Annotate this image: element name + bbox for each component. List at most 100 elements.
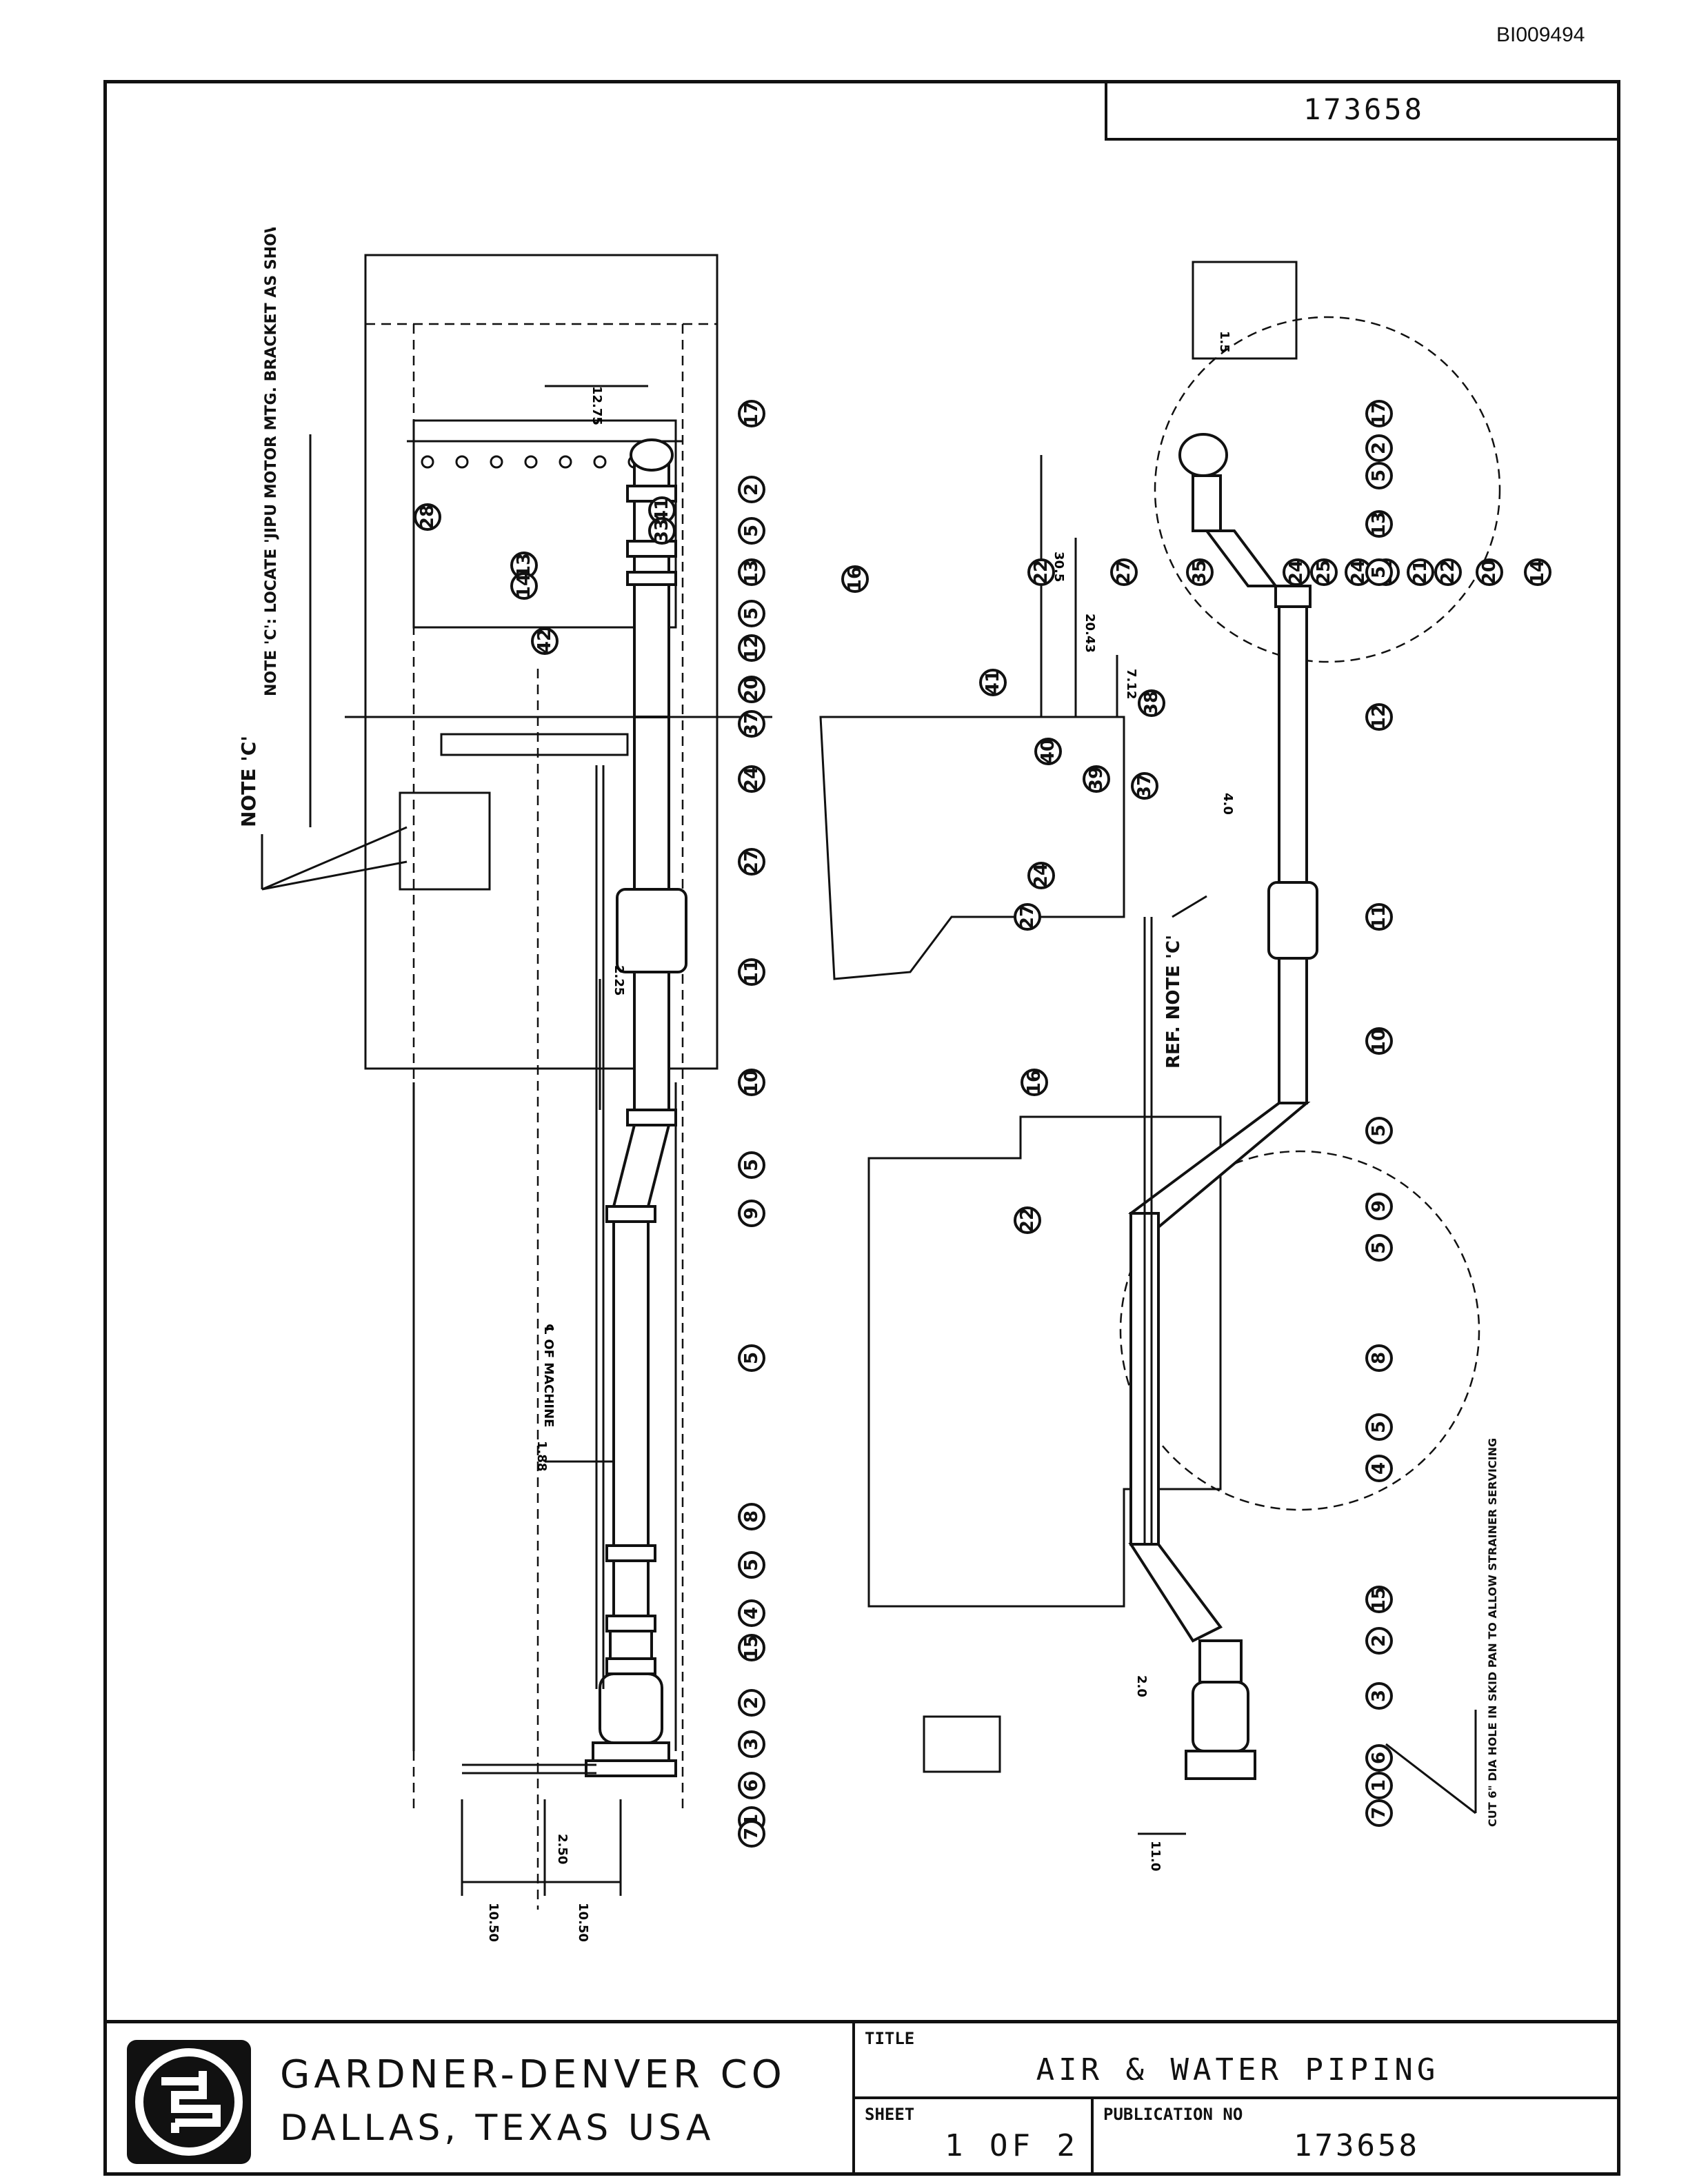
callout-balloon: 16 [841, 565, 869, 593]
callout-balloon: 5 [738, 1551, 765, 1579]
callout-balloon: 13 [738, 558, 765, 586]
centerline-label: ℄ OF MACHINE [541, 1324, 556, 1427]
left-valve-manifold [440, 733, 629, 756]
callout-number: 8 [741, 1510, 762, 1523]
sheet-number: 1 OF 2 [945, 2128, 1079, 2163]
callout-number: 11 [741, 960, 762, 984]
callout-number: 5 [741, 1352, 762, 1364]
callout-balloon: 9 [1365, 1193, 1393, 1220]
callout-number: 38 [1141, 691, 1162, 716]
callout-number: 16 [1024, 1070, 1045, 1095]
callout-balloon: 37 [1131, 772, 1158, 800]
callout-number: 33 [652, 518, 672, 543]
callout-balloon: 38 [1138, 689, 1165, 717]
callout-balloon: 37 [738, 710, 765, 738]
callout-balloon: 16 [1021, 1069, 1048, 1096]
callout-number: 39 [1086, 767, 1107, 791]
callout-number: 12 [1369, 705, 1389, 729]
callout-number: 22 [1017, 1208, 1038, 1233]
callout-number: 41 [983, 670, 1003, 695]
callout-number: 5 [741, 1159, 762, 1171]
callout-balloon: 25 [1310, 558, 1338, 586]
callout-balloon: 12 [1365, 703, 1393, 731]
drawing-border [103, 80, 1620, 2176]
dim-label: 30.5 [1052, 552, 1066, 582]
callout-balloon: 6 [738, 1772, 765, 1799]
callout-balloon: 5 [1365, 558, 1393, 586]
callout-number: 13 [1369, 512, 1389, 536]
dim-label: 1.5 [1217, 331, 1232, 353]
callout-layer: 1725135122037242711105958541523617281314… [414, 400, 1551, 1848]
callout-balloon: 5 [1365, 1413, 1393, 1441]
callout-number: 27 [1017, 904, 1038, 929]
callout-number: 5 [1369, 1421, 1389, 1433]
callout-number: 12 [741, 636, 762, 660]
callout-balloon: 24 [1027, 862, 1055, 889]
callout-number: 25 [1314, 560, 1334, 585]
left-motor-bracket [399, 791, 491, 891]
callout-balloon: 3 [1365, 1682, 1393, 1710]
callout-balloon: 2 [1365, 434, 1393, 462]
callout-number: 21 [1410, 560, 1431, 585]
callout-number: 1 [1369, 1779, 1389, 1792]
dim-label: 12.75 [590, 386, 604, 425]
left-coupling [616, 888, 687, 973]
company-city: DALLAS, TEXAS USA [280, 2107, 715, 2149]
callout-balloon: 13 [1365, 510, 1393, 538]
callout-number: 5 [1369, 1242, 1389, 1254]
callout-balloon: 20 [1476, 558, 1503, 586]
callout-balloon: 17 [738, 400, 765, 427]
callout-balloon: 1 [1365, 1772, 1393, 1799]
right-lower-circle [1119, 1150, 1480, 1511]
callout-number: 3 [741, 1738, 762, 1750]
callout-balloon: 14 [1524, 558, 1551, 586]
title-label: TITLE [865, 2029, 915, 2048]
publication-number-box: 173658 [1105, 80, 1620, 141]
right-offset-pipe [1128, 1102, 1311, 1229]
callout-balloon: 15 [738, 1634, 765, 1661]
callout-number: 10 [1369, 1029, 1389, 1053]
callout-number: 14 [514, 574, 534, 598]
drawing-title: AIR & WATER PIPING [1036, 2052, 1440, 2087]
right-upper-circle [1154, 316, 1501, 663]
dim-label: 2.25 [612, 965, 626, 995]
callout-balloon: 5 [738, 600, 765, 627]
callout-number: 5 [741, 1559, 762, 1571]
callout-number: 27 [1114, 560, 1134, 585]
callout-number: 2 [1369, 1635, 1389, 1647]
callout-number: 8 [1369, 1352, 1389, 1364]
callout-balloon: 4 [738, 1599, 765, 1627]
callout-number: 15 [741, 1635, 762, 1660]
left-offset-pipe [612, 1124, 671, 1208]
callout-balloon: 10 [1365, 1027, 1393, 1055]
dim-label: 20.43 [1083, 614, 1097, 653]
right-engine-outline [867, 1115, 1222, 1608]
callout-balloon: 17 [1365, 400, 1393, 427]
callout-balloon: 11 [738, 958, 765, 986]
strainer-note-text: CUT 6" DIA HOLE IN SKID PAN TO ALLOW STR… [1486, 1438, 1499, 1827]
callout-number: 22 [1438, 560, 1458, 585]
company-name: GARDNER-DENVER CO [280, 2052, 786, 2097]
callout-balloon: 35 [1186, 558, 1214, 586]
callout-balloon: 11 [1365, 903, 1393, 931]
callout-balloon: 2 [1365, 1627, 1393, 1655]
callout-number: 5 [1369, 1124, 1389, 1137]
callout-balloon: 5 [1365, 462, 1393, 489]
callout-number: 7 [1369, 1807, 1389, 1819]
callout-balloon: 24 [738, 765, 765, 793]
callout-balloon: 3 [738, 1730, 765, 1758]
sheet-cell: SHEET 1 OF 2 [855, 2099, 1094, 2176]
callout-balloon: 12 [738, 634, 765, 662]
callout-balloon: 5 [738, 1344, 765, 1372]
callout-number: 3 [1369, 1690, 1389, 1702]
publication-number: 173658 [1294, 2128, 1420, 2163]
callout-number: 6 [741, 1779, 762, 1792]
callout-number: 17 [741, 401, 762, 426]
callout-balloon: 33 [648, 517, 676, 545]
callout-number: 13 [741, 560, 762, 585]
callout-balloon: 5 [1365, 1117, 1393, 1144]
callout-number: 5 [741, 607, 762, 620]
dim-label: 11.0 [1148, 1841, 1163, 1871]
callout-balloon: 8 [1365, 1344, 1393, 1372]
callout-balloon: 7 [738, 1820, 765, 1848]
